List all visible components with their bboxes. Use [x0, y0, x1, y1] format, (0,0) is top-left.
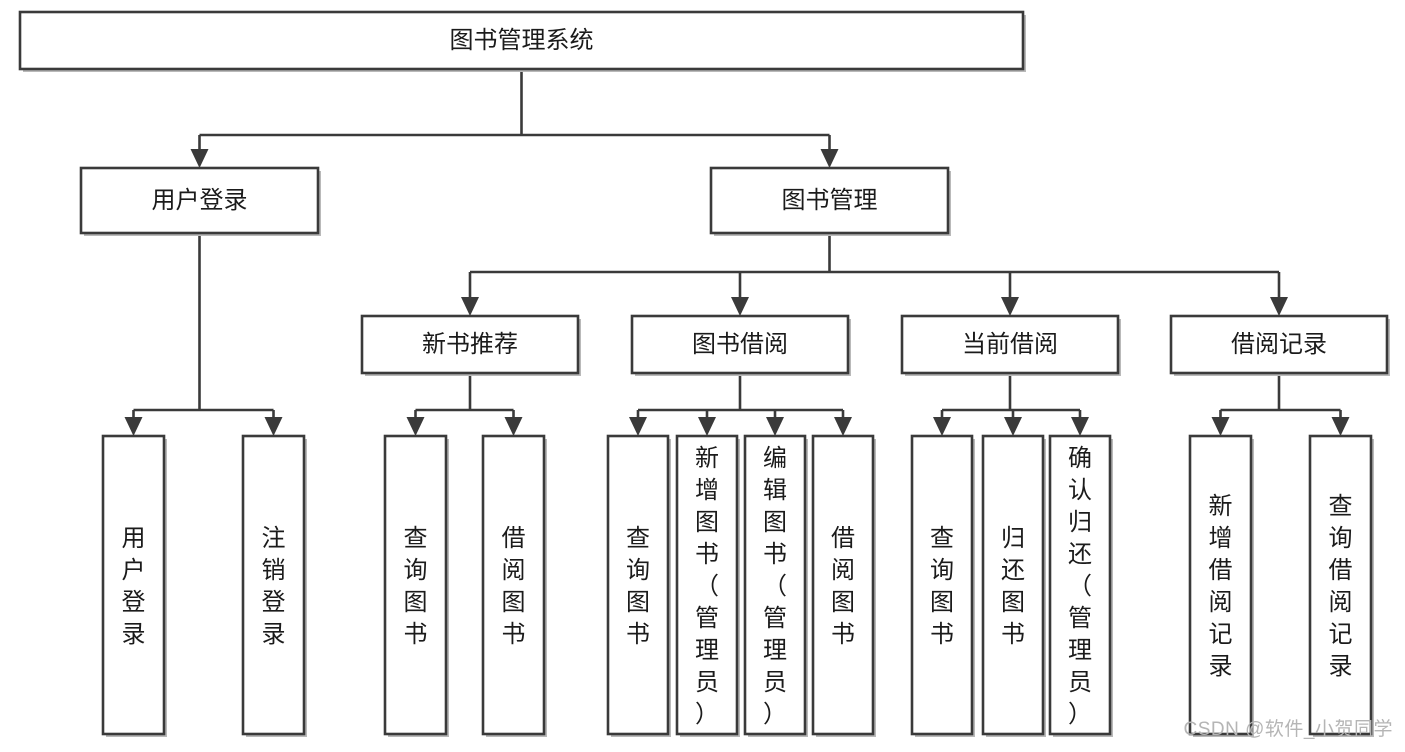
- node-leaf-borrow-book-2[interactable]: 借阅图书: [811, 434, 876, 737]
- node-leaf-borrow-book-1[interactable]: 借阅图书: [481, 434, 547, 737]
- arrow-head-icon: [1004, 417, 1022, 436]
- arrow-head-icon: [1071, 417, 1089, 436]
- node-label: 用户登录: [152, 187, 248, 214]
- arrow-head-icon: [698, 417, 716, 436]
- connectors-layer: [124, 69, 1350, 436]
- node-label: 归还图书: [1001, 525, 1025, 648]
- arrow-head-icon: [1001, 297, 1019, 316]
- node-label: 图书管理: [782, 187, 878, 214]
- arrow-head-icon: [504, 417, 523, 436]
- node-label: 图书管理系统: [450, 27, 594, 54]
- node-label: 注销登录: [262, 525, 286, 648]
- node-book-borrow[interactable]: 图书借阅: [630, 314, 851, 376]
- arrow-head-icon: [1331, 417, 1350, 436]
- node-leaf-query-book-1[interactable]: 查询图书: [383, 434, 449, 737]
- arrow-head-icon: [190, 149, 209, 168]
- node-leaf-query-record[interactable]: 查询借阅记录: [1308, 434, 1374, 737]
- node-label: 确认归还（管理员）: [1068, 445, 1092, 728]
- node-new-book-rec[interactable]: 新书推荐: [360, 314, 581, 376]
- arrow-head-icon: [264, 417, 283, 436]
- node-label: 编辑图书（管理员）: [763, 445, 787, 728]
- node-leaf-return-book[interactable]: 归还图书: [981, 434, 1046, 737]
- node-root-root[interactable]: 图书管理系统: [18, 10, 1026, 72]
- node-book-manage[interactable]: 图书管理: [709, 166, 951, 236]
- node-leaf-confirm-return[interactable]: 确认归还（管理员）: [1048, 434, 1113, 737]
- node-leaf-edit-book[interactable]: 编辑图书（管理员）: [743, 434, 808, 737]
- node-leaf-query-book-2[interactable]: 查询图书: [606, 434, 671, 737]
- node-leaf-user-login[interactable]: 用户登录: [101, 434, 167, 737]
- node-label: 借阅图书: [831, 525, 855, 648]
- node-leaf-add-record[interactable]: 新增借阅记录: [1188, 434, 1254, 737]
- node-label: 当前借阅: [962, 331, 1058, 358]
- node-leaf-add-book[interactable]: 新增图书（管理员）: [675, 434, 740, 737]
- arrow-head-icon: [406, 417, 425, 436]
- arrow-head-icon: [461, 297, 479, 316]
- node-label: 借阅记录: [1231, 331, 1327, 358]
- node-current-borrow[interactable]: 当前借阅: [900, 314, 1121, 376]
- arrow-head-icon: [1270, 297, 1288, 316]
- csdn-watermark: CSDN @软件_小贺同学: [1183, 719, 1393, 740]
- node-leaf-query-book-3[interactable]: 查询图书: [910, 434, 975, 737]
- arrow-head-icon: [820, 149, 839, 168]
- node-label: 查询图书: [404, 525, 428, 648]
- node-user-login[interactable]: 用户登录: [79, 166, 321, 236]
- arrow-head-icon: [731, 297, 749, 316]
- node-label: 新书推荐: [422, 331, 518, 358]
- arrow-head-icon: [834, 417, 852, 436]
- arrow-head-icon: [1211, 417, 1230, 436]
- node-label: 图书借阅: [692, 331, 788, 358]
- arrow-head-icon: [629, 417, 647, 436]
- arrow-head-icon: [124, 417, 143, 436]
- node-label: 借阅图书: [502, 525, 526, 648]
- node-borrow-record[interactable]: 借阅记录: [1169, 314, 1390, 376]
- node-label: 查询借阅记录: [1329, 493, 1353, 680]
- node-leaf-logout[interactable]: 注销登录: [241, 434, 307, 737]
- node-label: 新增图书（管理员）: [695, 445, 719, 728]
- node-label: 查询图书: [626, 525, 650, 648]
- arrow-head-icon: [933, 417, 951, 436]
- arrow-head-icon: [766, 417, 784, 436]
- nodes-layer: 图书管理系统用户登录图书管理新书推荐图书借阅当前借阅借阅记录用户登录注销登录查询…: [18, 10, 1390, 737]
- node-label: 查询图书: [930, 525, 954, 648]
- node-label: 新增借阅记录: [1209, 493, 1233, 680]
- node-label: 用户登录: [122, 525, 146, 648]
